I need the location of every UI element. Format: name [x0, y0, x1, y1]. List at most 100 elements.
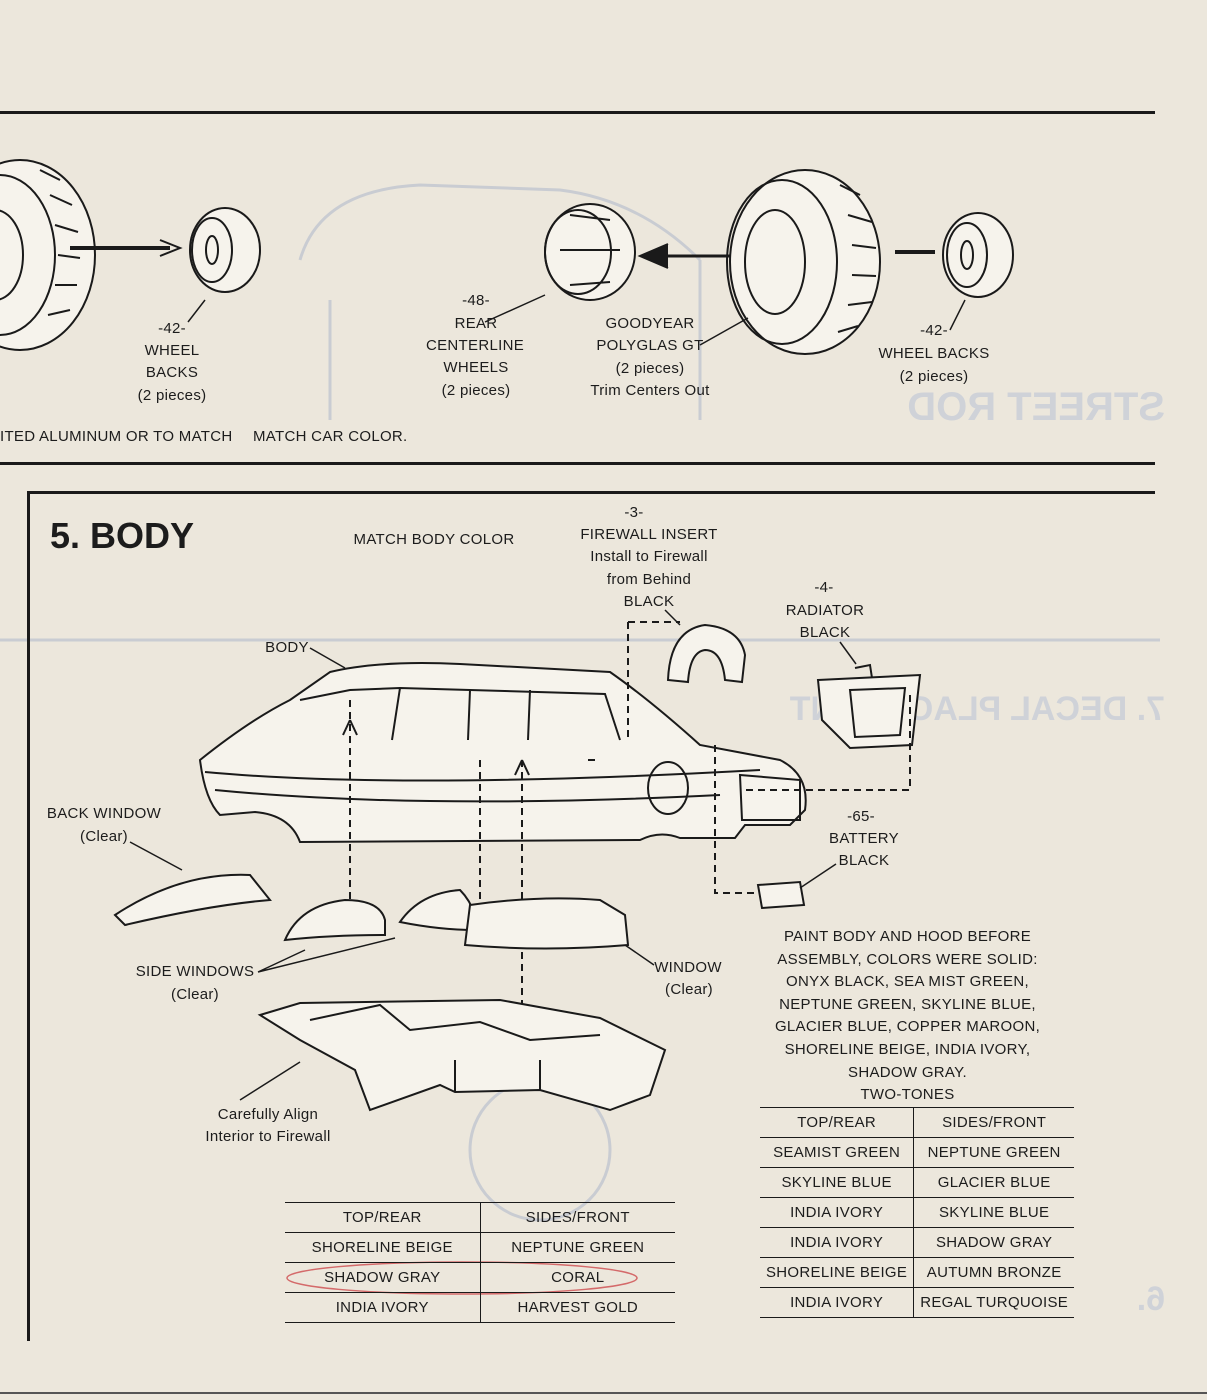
side-windows-note: (Clear)	[171, 986, 219, 1003]
battery-color: BLACK	[838, 852, 890, 869]
table-header-cell: TOP/REAR	[285, 1202, 480, 1233]
centerline-name1: REAR	[454, 315, 498, 332]
interior-line1: Carefully Align	[217, 1106, 319, 1123]
radiator-name: RADIATOR	[785, 602, 865, 619]
table-cell: INDIA IVORY	[285, 1292, 480, 1323]
table-cell: AUTUMN BRONZE	[913, 1257, 1075, 1288]
arrow-tail	[159, 239, 183, 257]
table-cell: SEAMIST GREEN	[760, 1137, 914, 1168]
table-cell: SHADOW GRAY	[913, 1227, 1075, 1258]
table-cell: INDIA IVORY	[760, 1287, 914, 1318]
leader-centerline	[484, 294, 546, 323]
table-cell: INDIA IVORY	[760, 1197, 914, 1228]
paint-note: PAINT BODY AND HOOD BEFORE ASSEMBLY, COL…	[770, 926, 1045, 1107]
top-rule	[0, 111, 1155, 114]
table-cell: CORAL	[479, 1262, 675, 1293]
firewall-line1: FIREWALL INSERT	[580, 526, 718, 543]
right-wheel-back-drawing	[942, 212, 1014, 298]
table-header-row: TOP/REAR SIDES/FRONT	[285, 1202, 675, 1233]
table-header-cell: SIDES/FRONT	[913, 1107, 1075, 1138]
paint-note-line: GLACIER BLUE, COPPER MAROON,	[774, 1018, 1041, 1036]
paint-note-line: SHORELINE BEIGE, INDIA IVORY,	[784, 1040, 1031, 1058]
body-frame-top	[27, 491, 1155, 494]
table-header-cell: TOP/REAR	[760, 1107, 914, 1138]
firewall-line2: Install to Firewall	[590, 548, 708, 565]
battery-part: -65-	[847, 808, 875, 825]
table-cell: SHORELINE BEIGE	[760, 1257, 914, 1288]
goodyear-tire-drawing	[726, 169, 881, 355]
body-frame-left	[27, 491, 30, 1341]
goodyear-name1: GOODYEAR	[605, 315, 695, 332]
bleed-section-number: 6.	[1137, 1280, 1165, 1318]
table-cell: SKYLINE BLUE	[760, 1167, 914, 1198]
centerline-qty: (2 pieces)	[441, 382, 511, 399]
radiator-color: BLACK	[799, 624, 851, 641]
paint-note-line: NEPTUNE GREEN, SKYLINE BLUE,	[779, 995, 1036, 1013]
back-window-name: BACK WINDOW	[46, 805, 162, 822]
right-backs-part: -42-	[920, 322, 948, 339]
footer-note-1: ITED ALUMINUM OR TO MATCH	[0, 428, 233, 445]
table-cell: REGAL TURQUOISE	[913, 1287, 1075, 1318]
left-tire-drawing	[0, 159, 96, 351]
paint-note-line: ASSEMBLY, COLORS WERE SOLID:	[777, 950, 1038, 968]
centerline-wheel-drawing	[544, 203, 636, 301]
goodyear-qty: (2 pieces)	[615, 360, 685, 377]
wheel-illustrations	[0, 159, 1014, 355]
leader-right-backs	[949, 299, 966, 331]
window-name: WINDOW	[654, 959, 722, 976]
goodyear-note: Trim Centers Out	[590, 382, 710, 399]
leader-goodyear	[699, 317, 749, 346]
table-cell: SHADOW GRAY	[285, 1262, 480, 1293]
table-cell: NEPTUNE GREEN	[913, 1137, 1075, 1168]
match-body-color: MATCH BODY COLOR	[353, 531, 515, 548]
interior-line2: Interior to Firewall	[205, 1128, 331, 1145]
battery-name: BATTERY	[829, 830, 899, 847]
bleed-truck-outline	[298, 183, 702, 262]
paint-note-line: SHADOW GRAY.	[848, 1063, 967, 1081]
goodyear-name2: POLYGLAS GT	[596, 337, 704, 354]
table-cell: GLACIER BLUE	[913, 1167, 1075, 1198]
table-cell: SHORELINE BEIGE	[285, 1232, 480, 1263]
paint-note-line: ONYX BLACK, SEA MIST GREEN,	[786, 973, 1029, 991]
centerline-part: -48-	[462, 292, 490, 309]
bleed-street-rod: STREET ROD	[907, 385, 1165, 429]
centerline-name3: WHEELS	[443, 359, 509, 376]
bleed-wheel-outline	[468, 1078, 612, 1222]
table-cell: INDIA IVORY	[760, 1227, 914, 1258]
right-backs-name: WHEEL BACKS	[878, 345, 990, 362]
arrow-head	[637, 243, 669, 269]
firewall-line3: from Behind	[606, 571, 692, 588]
window-note: (Clear)	[665, 981, 713, 998]
left-wheel-back-drawing	[189, 207, 261, 293]
paint-note-line: PAINT BODY AND HOOD BEFORE	[783, 928, 1032, 945]
bleed-decal-placement: 7. DECAL PLACEMENT	[789, 690, 1165, 728]
radiator-part: -4-	[814, 579, 834, 596]
firewall-color: BLACK	[623, 593, 675, 610]
mid-rule	[0, 462, 1155, 465]
table-header-cell: SIDES/FRONT	[479, 1202, 675, 1233]
leader-left-backs	[187, 299, 206, 323]
footer-note-2: MATCH CAR COLOR.	[253, 428, 408, 445]
left-backs-qty: (2 pieces)	[137, 387, 207, 404]
page-bottom-edge	[0, 1392, 1207, 1394]
right-backs-qty: (2 pieces)	[899, 368, 969, 385]
table-cell: HARVEST GOLD	[479, 1292, 675, 1323]
firewall-part: -3-	[624, 504, 644, 521]
left-backs-name2: BACKS	[145, 364, 199, 381]
bleed-truck-sides	[328, 260, 702, 420]
table-cell: NEPTUNE GREEN	[479, 1232, 675, 1263]
left-backs-part: -42-	[158, 320, 186, 337]
back-window-note: (Clear)	[80, 828, 128, 845]
section-title: 5. BODY	[50, 515, 195, 556]
left-backs-name1: WHEEL	[144, 342, 200, 359]
